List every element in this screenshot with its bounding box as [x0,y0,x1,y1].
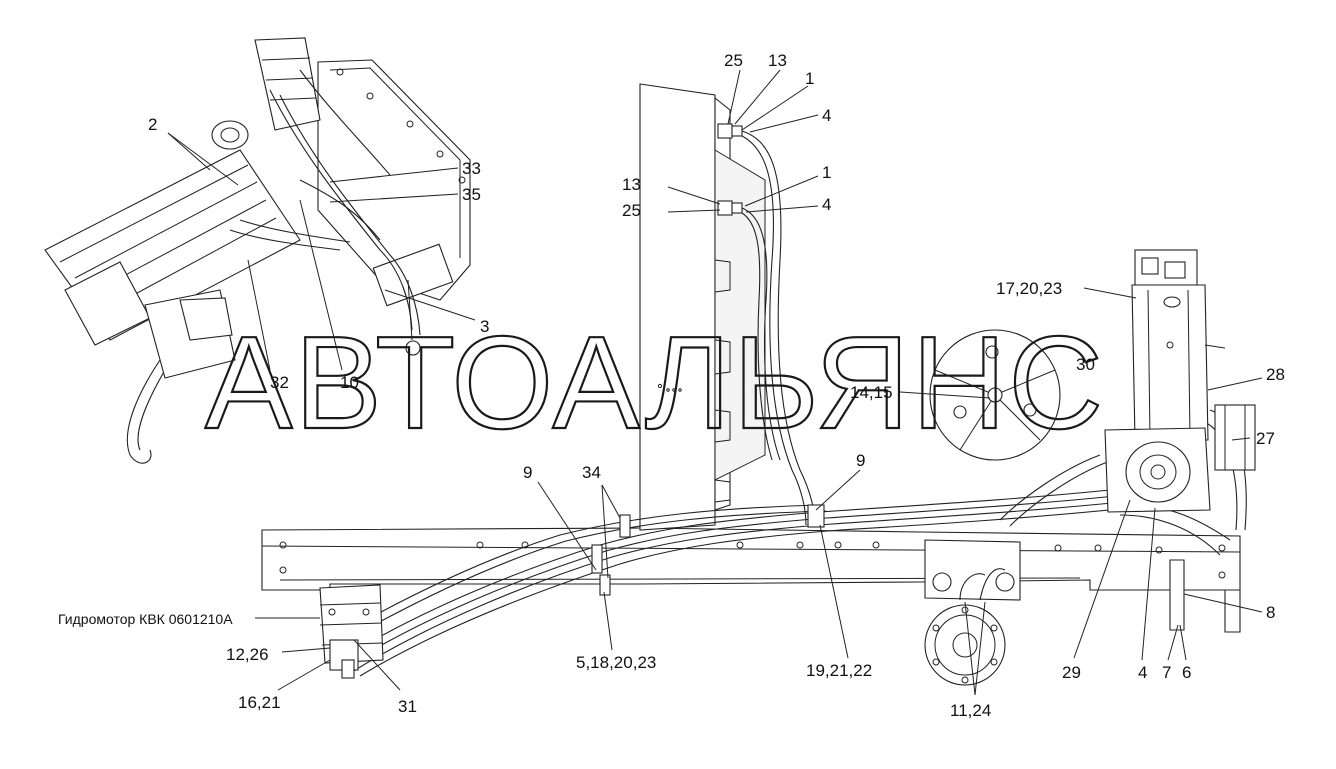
callout-16-21: 16,21 [238,693,281,712]
pump-tank-right [1104,249,1256,513]
callout-11-24: 11,24 [950,701,991,720]
callout-30: 30 [1076,355,1095,374]
callout-9-right: 9 [856,451,865,470]
callout-28: 28 [1266,365,1285,384]
callout-1-upper: 1 [805,69,814,88]
hose-clamps [591,504,825,596]
callout-5-18-20-23: 5,18,20,23 [576,653,656,672]
callout-7: 7 [1162,663,1171,682]
callout-29: 29 [1062,663,1081,682]
watermark: АВТОАЛЬЯНС [205,309,1105,456]
callout-labels: 2 33 35 3 32 10 25 13 1 4 13 25 1 4 17,2… [58,51,1285,720]
fan-disc [929,329,1061,461]
callout-13-upper: 13 [768,51,787,70]
callout-19-21-22: 19,21,22 [806,661,872,680]
callout-35: 35 [462,185,481,204]
callout-4-lower: 4 [822,195,831,214]
callout-27: 27 [1256,429,1275,448]
callout-12-26: 12,26 [226,645,269,664]
callout-4-bottom: 4 [1138,663,1147,682]
wheel-hub [924,539,1021,686]
callout-25-upper: 25 [724,51,743,70]
valve-assembly-upper-left [44,37,471,379]
callout-1-lower: 1 [822,163,831,182]
callout-10: 10 [340,373,359,392]
callout-8: 8 [1266,603,1275,622]
motor-label: Гидромотор КВК 0601210А [58,611,233,627]
leader-lines [167,69,1263,696]
callout-33: 33 [462,159,481,178]
callout-3: 3 [480,317,489,336]
callout-34: 34 [582,463,601,482]
callout-14-15: 14,15 [850,383,893,402]
callout-2: 2 [148,115,157,134]
hydraulic-motor [319,584,384,679]
callout-9-left: 9 [523,463,532,482]
radiator [639,83,766,531]
callout-4-upper: 4 [822,106,831,125]
callout-17-20-23: 17,20,23 [996,279,1062,298]
callout-25-lower: 25 [622,201,641,220]
callout-32: 32 [270,373,289,392]
chassis-frame [261,527,1241,633]
hoses [126,130,1247,677]
callout-13-lower: 13 [622,175,641,194]
callout-6: 6 [1182,663,1191,682]
callout-31: 31 [398,697,417,716]
